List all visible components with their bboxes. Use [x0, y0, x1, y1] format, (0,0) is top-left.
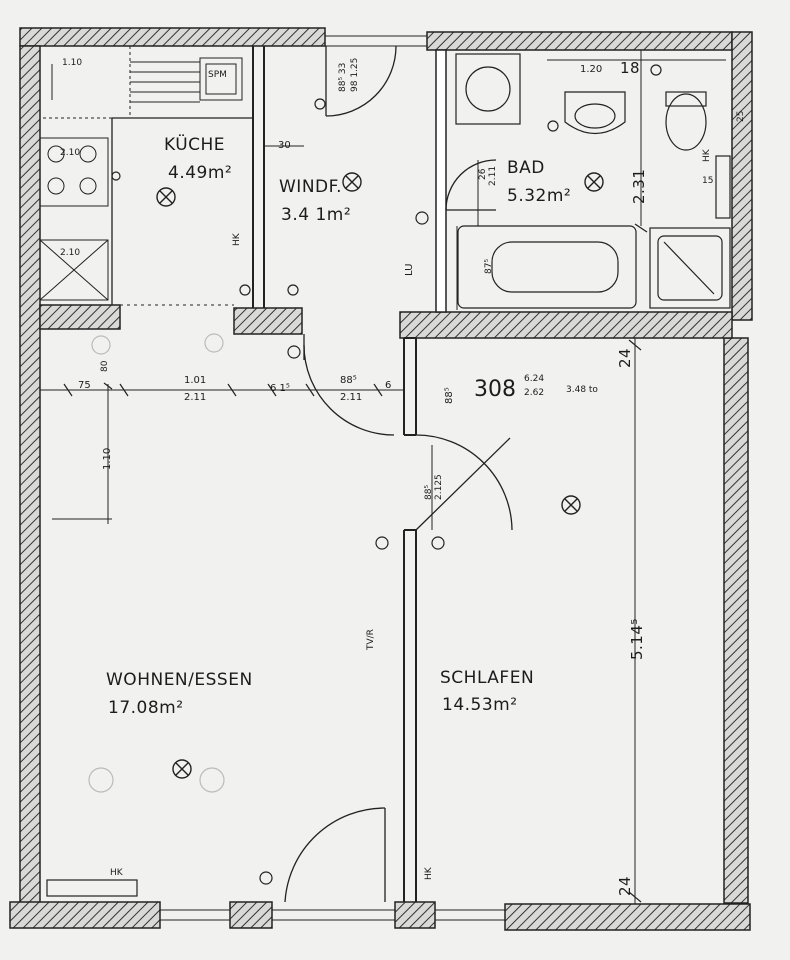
wall-top-left	[19, 27, 326, 47]
dim-885b: 88⁵	[444, 387, 455, 404]
dim-6: 6	[385, 380, 392, 391]
dim-211c: 2.11	[488, 165, 498, 186]
dim-door-a: 88⁵ 33	[338, 62, 348, 92]
sockets	[88, 64, 662, 885]
label-tv: TV/R	[366, 629, 376, 650]
unit-dim-2: 2.62	[524, 388, 545, 398]
stove	[39, 137, 109, 207]
label-stove: 2.10	[60, 148, 81, 158]
dim-885c: 88⁵	[424, 484, 434, 500]
dim-26: 26	[478, 168, 488, 180]
burner-3	[47, 177, 65, 195]
dim-75: 75	[78, 380, 91, 391]
wall-right-lower	[723, 337, 749, 904]
burner-4	[79, 177, 97, 195]
dimension-ticks	[63, 223, 648, 903]
cabinet	[715, 155, 731, 219]
room-area-kueche: 4.49m²	[168, 163, 233, 183]
label-hk-bedroom: HK	[424, 867, 434, 880]
dim-15: 15	[702, 176, 714, 186]
light-kitchen	[156, 187, 176, 207]
room-name-windf: WINDF.	[279, 177, 343, 197]
dim-211b: 2.11	[340, 392, 363, 403]
burner-2	[79, 145, 97, 163]
sink	[199, 57, 243, 101]
heaters	[46, 879, 138, 897]
dim-875: 87⁵	[484, 258, 494, 274]
dim-120: 1.20	[580, 64, 603, 75]
label-hk-bath: HK	[702, 149, 712, 162]
room-name-bad: BAD	[507, 158, 545, 178]
dim-5145: 5.14⁵	[628, 618, 646, 660]
wall-bath-bottom	[399, 311, 733, 339]
room-area-schlafen: 14.53m²	[442, 695, 518, 715]
dimension-lines	[40, 50, 726, 904]
washer	[455, 53, 521, 125]
unit-number: 308	[474, 377, 516, 402]
label-spm: SPM	[208, 70, 227, 80]
washbasin	[564, 91, 626, 134]
light-living	[172, 759, 192, 779]
room-name-wohnen: WOHNEN/ESSEN	[106, 670, 253, 690]
shower	[649, 227, 731, 309]
toilet	[665, 93, 707, 151]
light-windfang	[342, 172, 362, 192]
dim-231: 2.31	[630, 168, 648, 204]
light-bath	[584, 172, 604, 192]
room-area-bad: 5.32m²	[507, 186, 572, 206]
wall-kitchen-left-stub	[39, 304, 121, 330]
ceiling-lights	[156, 172, 604, 779]
label-shelf: 1.10	[62, 58, 83, 68]
dim-61: 6 1⁵	[270, 383, 290, 394]
room-area-wohnen: 17.08m²	[108, 698, 184, 718]
dim-24b: 24	[616, 875, 634, 896]
dim-30: 30	[278, 140, 291, 151]
unit-dim-1: 6.24	[524, 374, 545, 384]
dim-25: 25	[736, 110, 746, 122]
partitions	[111, 35, 505, 921]
interior-walls	[39, 49, 733, 339]
label-fridge: 2.10	[60, 248, 81, 258]
unit-dim-3: 3.48 to	[566, 385, 598, 395]
dim-2125: 2.125	[434, 474, 444, 500]
fridge	[39, 239, 109, 301]
dim-18: 18	[620, 59, 641, 77]
wall-bottom-right	[504, 903, 751, 931]
wall-bottom-left	[9, 901, 161, 929]
bathtub	[457, 225, 637, 309]
label-lu: LU	[404, 263, 415, 276]
wall-bottom-pier-1	[229, 901, 273, 929]
dim-110: 1.10	[102, 447, 113, 470]
outer-walls	[9, 27, 753, 931]
bath-fixtures	[455, 53, 731, 309]
room-name-kueche: KÜCHE	[164, 135, 226, 155]
wall-right-upper	[731, 31, 753, 321]
doors	[284, 45, 513, 903]
wall-left	[19, 45, 41, 907]
dim-885a: 88⁵	[340, 375, 357, 386]
dim-211a: 2.11	[184, 392, 207, 403]
label-hk-kitchen: HK	[232, 233, 242, 246]
kitchen-fixtures	[39, 45, 243, 301]
label-hk-living: HK	[110, 868, 123, 878]
light-bedroom	[561, 495, 581, 515]
burner-1	[47, 145, 65, 163]
room-name-schlafen: SCHLAFEN	[440, 668, 535, 688]
dim-door-b: 98 1.25	[350, 57, 360, 92]
wall-windfang-stub	[233, 307, 303, 335]
wall-windfang-right	[435, 49, 447, 313]
wall-top-right	[426, 31, 733, 51]
wall-bottom-pier-2	[394, 901, 436, 929]
dim-24a: 24	[616, 347, 634, 368]
dim-101: 1.01	[184, 375, 207, 386]
dim-80: 80	[100, 360, 110, 372]
room-area-windf: 3.4 1m²	[281, 205, 352, 225]
